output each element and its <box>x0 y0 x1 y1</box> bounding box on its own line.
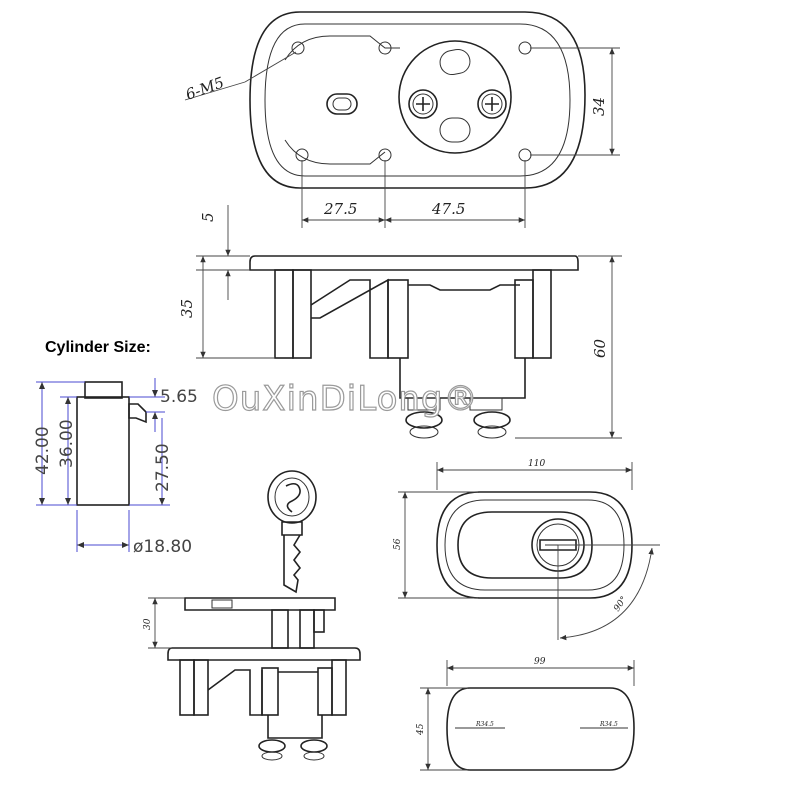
key-side-view: 30 <box>143 470 361 761</box>
radius-left: R34.5 <box>475 721 494 728</box>
key-icon <box>267 470 317 594</box>
dim-34: 34 <box>590 97 608 116</box>
dim-30: 30 <box>143 618 153 630</box>
hole-callout: 6-M5 <box>183 73 226 103</box>
top-view: 6-M5 27.5 47.5 34 <box>183 11 620 228</box>
dim-90-deg: 90° <box>612 595 629 614</box>
dim-47-5: 47.5 <box>431 200 465 218</box>
dim-5: 5 <box>199 212 217 222</box>
dim-42: 42.00 <box>33 426 53 475</box>
dim-35: 35 <box>178 299 196 318</box>
dim-5-65: 5.65 <box>160 387 198 407</box>
screw-icon <box>473 411 511 439</box>
dim-99: 99 <box>534 657 546 667</box>
cylinder-heading: Cylinder Size: <box>45 339 151 356</box>
dim-45: 45 <box>416 723 426 736</box>
dim-36: 36.00 <box>57 419 77 468</box>
dim-56: 56 <box>393 538 403 550</box>
watermark: OuXinDiLong® <box>212 379 479 419</box>
dim-60: 60 <box>591 338 609 358</box>
screw-icon <box>405 411 443 439</box>
front-view: 110 56 90° <box>393 459 660 641</box>
dim-27-50: 27.50 <box>153 443 173 492</box>
dim-27-5: 27.5 <box>323 200 357 218</box>
dim-diameter: ø18.80 <box>133 537 192 557</box>
screw-icon <box>477 89 507 119</box>
radius-right: R34.5 <box>599 721 618 728</box>
cylinder-size: Cylinder Size: 5.65 42.00 36.00 27.50 ø1… <box>33 339 198 557</box>
side-view: 5 35 60 <box>178 205 622 439</box>
dim-110: 110 <box>528 459 545 469</box>
screw-icon <box>408 89 438 119</box>
cutout-view: 99 45 R34.5 R34.5 <box>416 657 635 771</box>
